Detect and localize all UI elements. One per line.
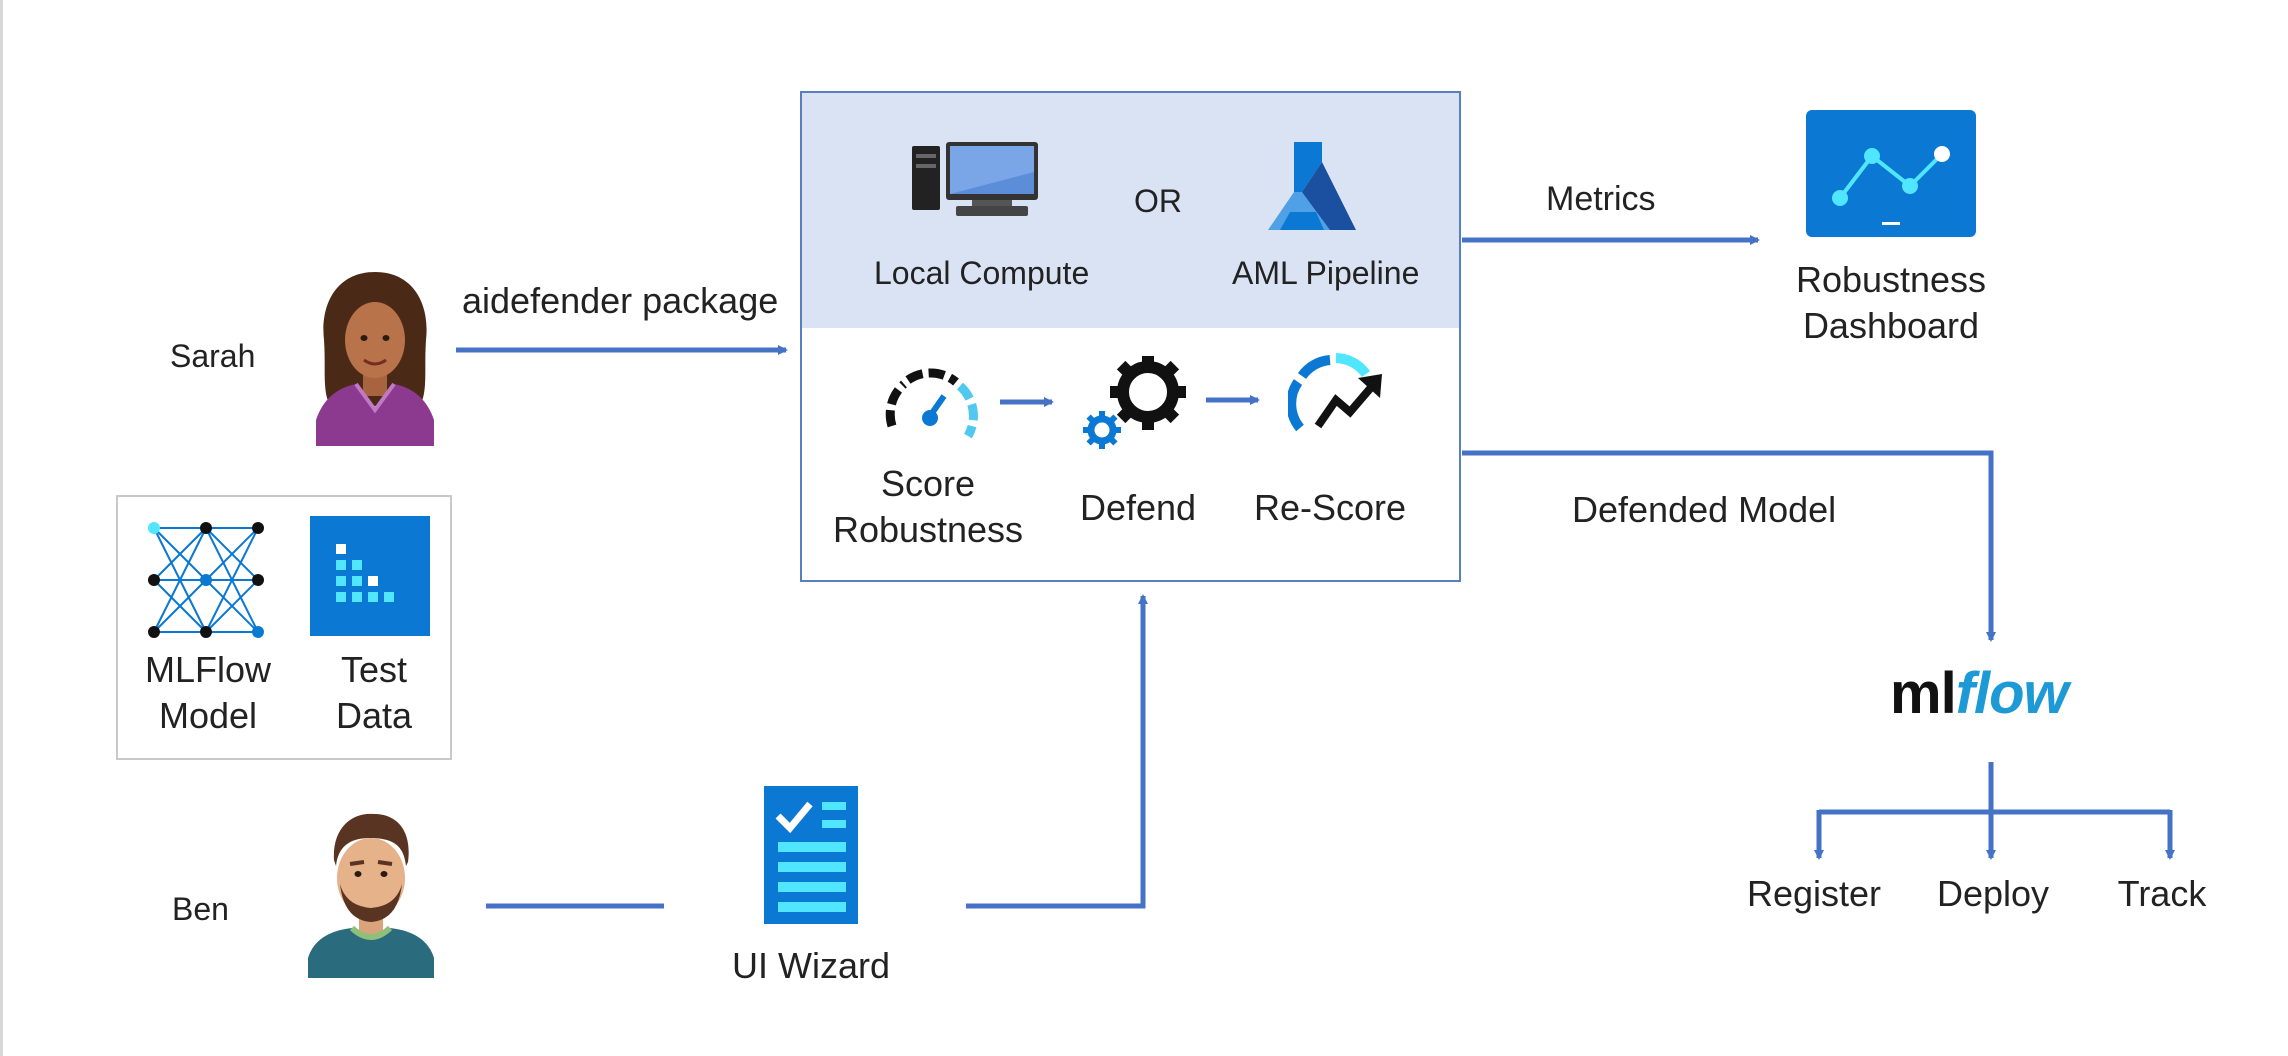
sarah-label: Sarah xyxy=(170,338,256,374)
rescore-label: Re-Score xyxy=(1253,487,1407,528)
dashboard-tile[interactable] xyxy=(1806,110,1976,237)
score-label-line1: Score xyxy=(880,463,976,504)
package-label: aidefender package xyxy=(462,280,779,321)
score-label-line2: Robustness xyxy=(832,509,1024,550)
ben-avatar-icon xyxy=(308,813,434,978)
aml-pipeline-icon xyxy=(1268,142,1356,230)
local-compute-icon xyxy=(912,142,1038,216)
register-label: Register xyxy=(1746,873,1882,914)
metrics-label: Metrics xyxy=(1546,180,1656,218)
sarah-avatar-icon xyxy=(316,272,434,446)
ui-wizard-label: UI Wizard xyxy=(731,945,891,986)
local-compute-label: Local Compute xyxy=(874,255,1090,291)
mlflow-logo-ml: ml xyxy=(1890,661,1957,726)
score-gauge-icon xyxy=(885,368,978,439)
data-label-line2: Data xyxy=(335,695,413,736)
defend-label: Defend xyxy=(1079,487,1197,528)
page-left-border xyxy=(0,0,3,1056)
line-chart-icon xyxy=(1832,146,1950,225)
neural-network-icon xyxy=(148,522,264,638)
model-label-line1: MLFlow xyxy=(144,649,272,690)
dashboard-label-line1: Robustness xyxy=(1795,259,1987,300)
deploy-label: Deploy xyxy=(1936,873,2050,914)
dashboard-label-line2: Dashboard xyxy=(1802,305,1980,346)
ben-label: Ben xyxy=(172,891,229,927)
mlflow-logo-flow: flow xyxy=(1955,661,2069,726)
process-box xyxy=(800,91,1461,582)
or-label: OR xyxy=(1134,183,1182,219)
mlflow-logo: mlflow xyxy=(1890,660,2069,727)
aml-pipeline-label: AML Pipeline xyxy=(1232,255,1420,291)
ui-wizard-icon xyxy=(764,786,858,924)
model-label-line2: Model xyxy=(158,695,258,736)
data-label-line1: Test xyxy=(340,649,408,690)
rescore-icon xyxy=(1288,353,1382,432)
arrow-wizard-to-box xyxy=(966,594,1148,909)
arrow-defended-model xyxy=(1462,450,1996,642)
test-data-icon xyxy=(310,516,430,636)
track-label: Track xyxy=(2117,873,2207,914)
defended-model-label: Defended Model xyxy=(1572,489,1837,530)
compute-band xyxy=(802,93,1459,328)
defend-gears-icon xyxy=(1083,356,1186,449)
